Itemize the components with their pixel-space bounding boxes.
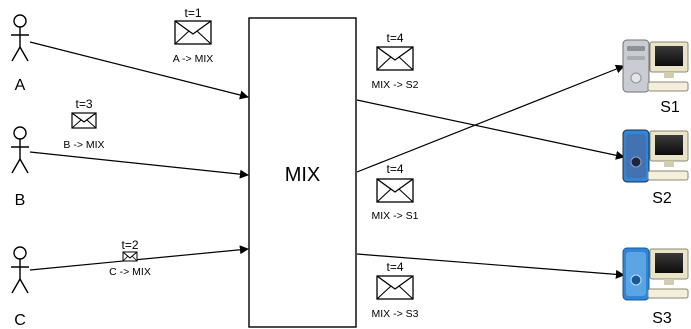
computer-icon [622, 39, 689, 93]
mix-node: MIX [248, 17, 357, 328]
server-s3: S3 [622, 247, 689, 327]
message-time: t=4 [386, 31, 403, 45]
message-mix-to-s2: t=4 MIX -> S2 [372, 31, 419, 91]
sender-c: C [10, 246, 30, 329]
sender-a-label: A [15, 77, 26, 94]
computer-icon [622, 129, 689, 183]
envelope-icon [122, 251, 138, 262]
person-icon [10, 14, 30, 62]
sender-b-label: B [15, 192, 26, 209]
server-s1-label: S1 [660, 99, 680, 116]
mix-label: MIX [285, 164, 321, 186]
server-s1: S1 [622, 39, 689, 116]
arrow-mix-to-s3 [356, 253, 625, 279]
message-time: t=3 [75, 97, 92, 111]
message-route: C -> MIX [109, 266, 151, 278]
mix-box [248, 17, 357, 328]
message-mix-to-s1: t=4 MIX -> S1 [372, 162, 419, 222]
arrow-mix-to-s2 [356, 99, 625, 160]
message-c-to-mix: t=2 C -> MIX [109, 238, 151, 278]
message-route: B -> MIX [63, 139, 104, 151]
message-time: t=4 [386, 162, 403, 176]
computer-icon [622, 247, 689, 301]
message-mix-to-s3: t=4 MIX -> S3 [372, 260, 419, 320]
arrow-mix-to-s1 [356, 64, 625, 173]
person-icon [10, 246, 30, 294]
envelope-icon [376, 275, 414, 300]
envelope-icon [71, 112, 97, 129]
person-icon [10, 126, 30, 174]
arrows [29, 41, 625, 279]
message-route: MIX -> S3 [372, 308, 419, 320]
server-s2: S2 [622, 129, 689, 207]
sender-b: B [10, 126, 30, 209]
arrow-a-to-mix [29, 41, 249, 100]
server-s3-label: S3 [652, 310, 672, 327]
sender-a: A [10, 14, 30, 94]
message-route: MIX -> S2 [372, 79, 419, 91]
envelope-icon [376, 178, 414, 203]
sender-c-label: C [14, 312, 26, 329]
message-route: MIX -> S1 [372, 210, 419, 222]
message-time: t=1 [184, 6, 201, 20]
arrow-b-to-mix [29, 151, 249, 179]
envelope-icon [376, 46, 414, 71]
server-s2-label: S2 [652, 190, 672, 207]
message-route: A -> MIX [173, 53, 214, 65]
message-a-to-mix: t=1 A -> MIX [173, 6, 214, 65]
envelope-icon [174, 20, 212, 45]
computer-case [622, 39, 650, 93]
message-time: t=4 [386, 260, 403, 274]
message-time: t=2 [121, 238, 138, 252]
arrow-c-to-mix [29, 245, 249, 271]
message-b-to-mix: t=3 B -> MIX [63, 97, 104, 151]
